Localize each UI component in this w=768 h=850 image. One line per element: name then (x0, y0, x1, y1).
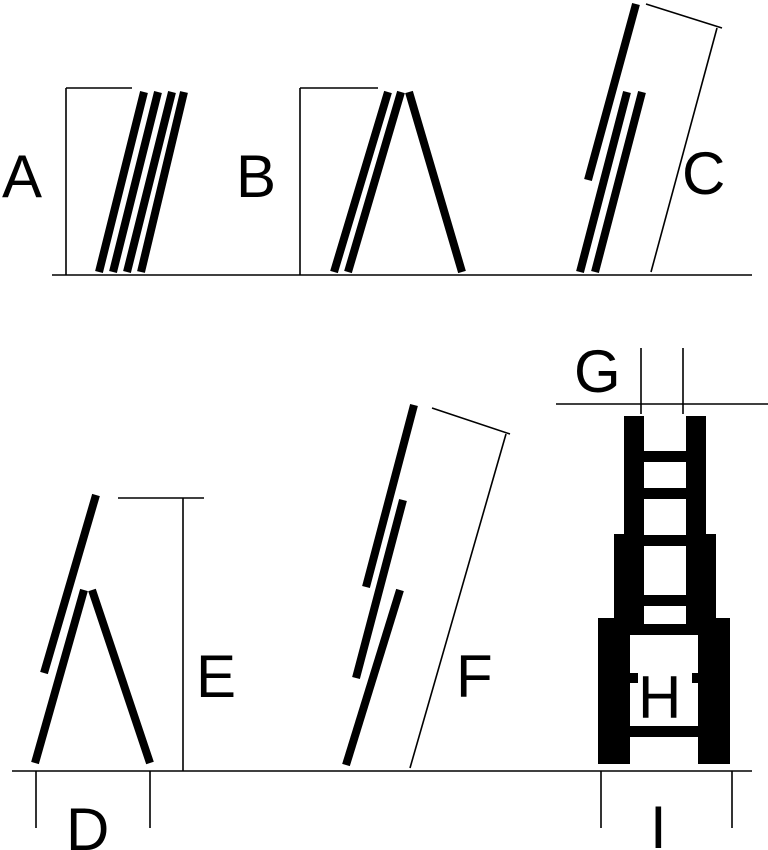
front-rung-1 (640, 451, 690, 462)
front-stile-left-mid (614, 534, 636, 626)
ladder-c-rail-1 (576, 90, 631, 274)
ladder-b-rail-3 (405, 90, 466, 274)
ladder-b (299, 87, 466, 275)
label-f: F (456, 643, 493, 710)
ladder-a-rail-3 (123, 91, 176, 273)
dimension-h-right-cap (692, 673, 708, 683)
ladder-f (342, 403, 511, 769)
ladder-f-rail-middle (352, 498, 407, 680)
label-b: B (236, 143, 276, 210)
front-rung-4 (634, 595, 696, 606)
label-e: E (196, 643, 236, 710)
label-c: C (682, 140, 725, 207)
label-g: G (574, 338, 621, 405)
front-rung-6 (628, 726, 702, 737)
front-rung-2 (640, 488, 690, 499)
label-d: D (66, 796, 109, 850)
ladder-c-upper-rail (584, 2, 640, 182)
ladder-f-rail-top (362, 403, 418, 589)
ladder-a-rail-2 (109, 91, 162, 273)
dimension-f-line (409, 433, 507, 769)
label-i: I (650, 794, 667, 850)
dimension-h-left-cap (622, 673, 638, 683)
front-rung-5 (628, 624, 702, 635)
ladder-a (65, 87, 188, 275)
dimension-f-top-tick (431, 407, 511, 435)
front-stile-right-mid (694, 534, 716, 626)
ladder-b-rail-1 (330, 90, 392, 274)
ladder-c (576, 2, 723, 274)
dimension-c-top-tick (645, 3, 723, 29)
front-rung-3 (634, 535, 696, 546)
label-a: A (2, 143, 42, 210)
ladder-f-rail-bottom (342, 588, 404, 767)
ladder-front-view (556, 348, 768, 828)
ladder-c-rail-2 (591, 90, 646, 274)
dimension-c-line (650, 27, 718, 273)
ladder-de-upper-rail (40, 493, 100, 675)
ladder-de (31, 493, 204, 828)
ladder-de-rail-2 (88, 588, 154, 765)
ladder-de-rail-1 (31, 588, 88, 765)
front-stile-left-inner (610, 618, 630, 764)
front-stile-right-inner (698, 618, 718, 764)
ladder-a-rail-4 (137, 91, 188, 273)
ladder-a-rail-1 (95, 91, 148, 273)
ladder-b-rail-2 (344, 90, 405, 274)
label-h: H (638, 664, 681, 731)
